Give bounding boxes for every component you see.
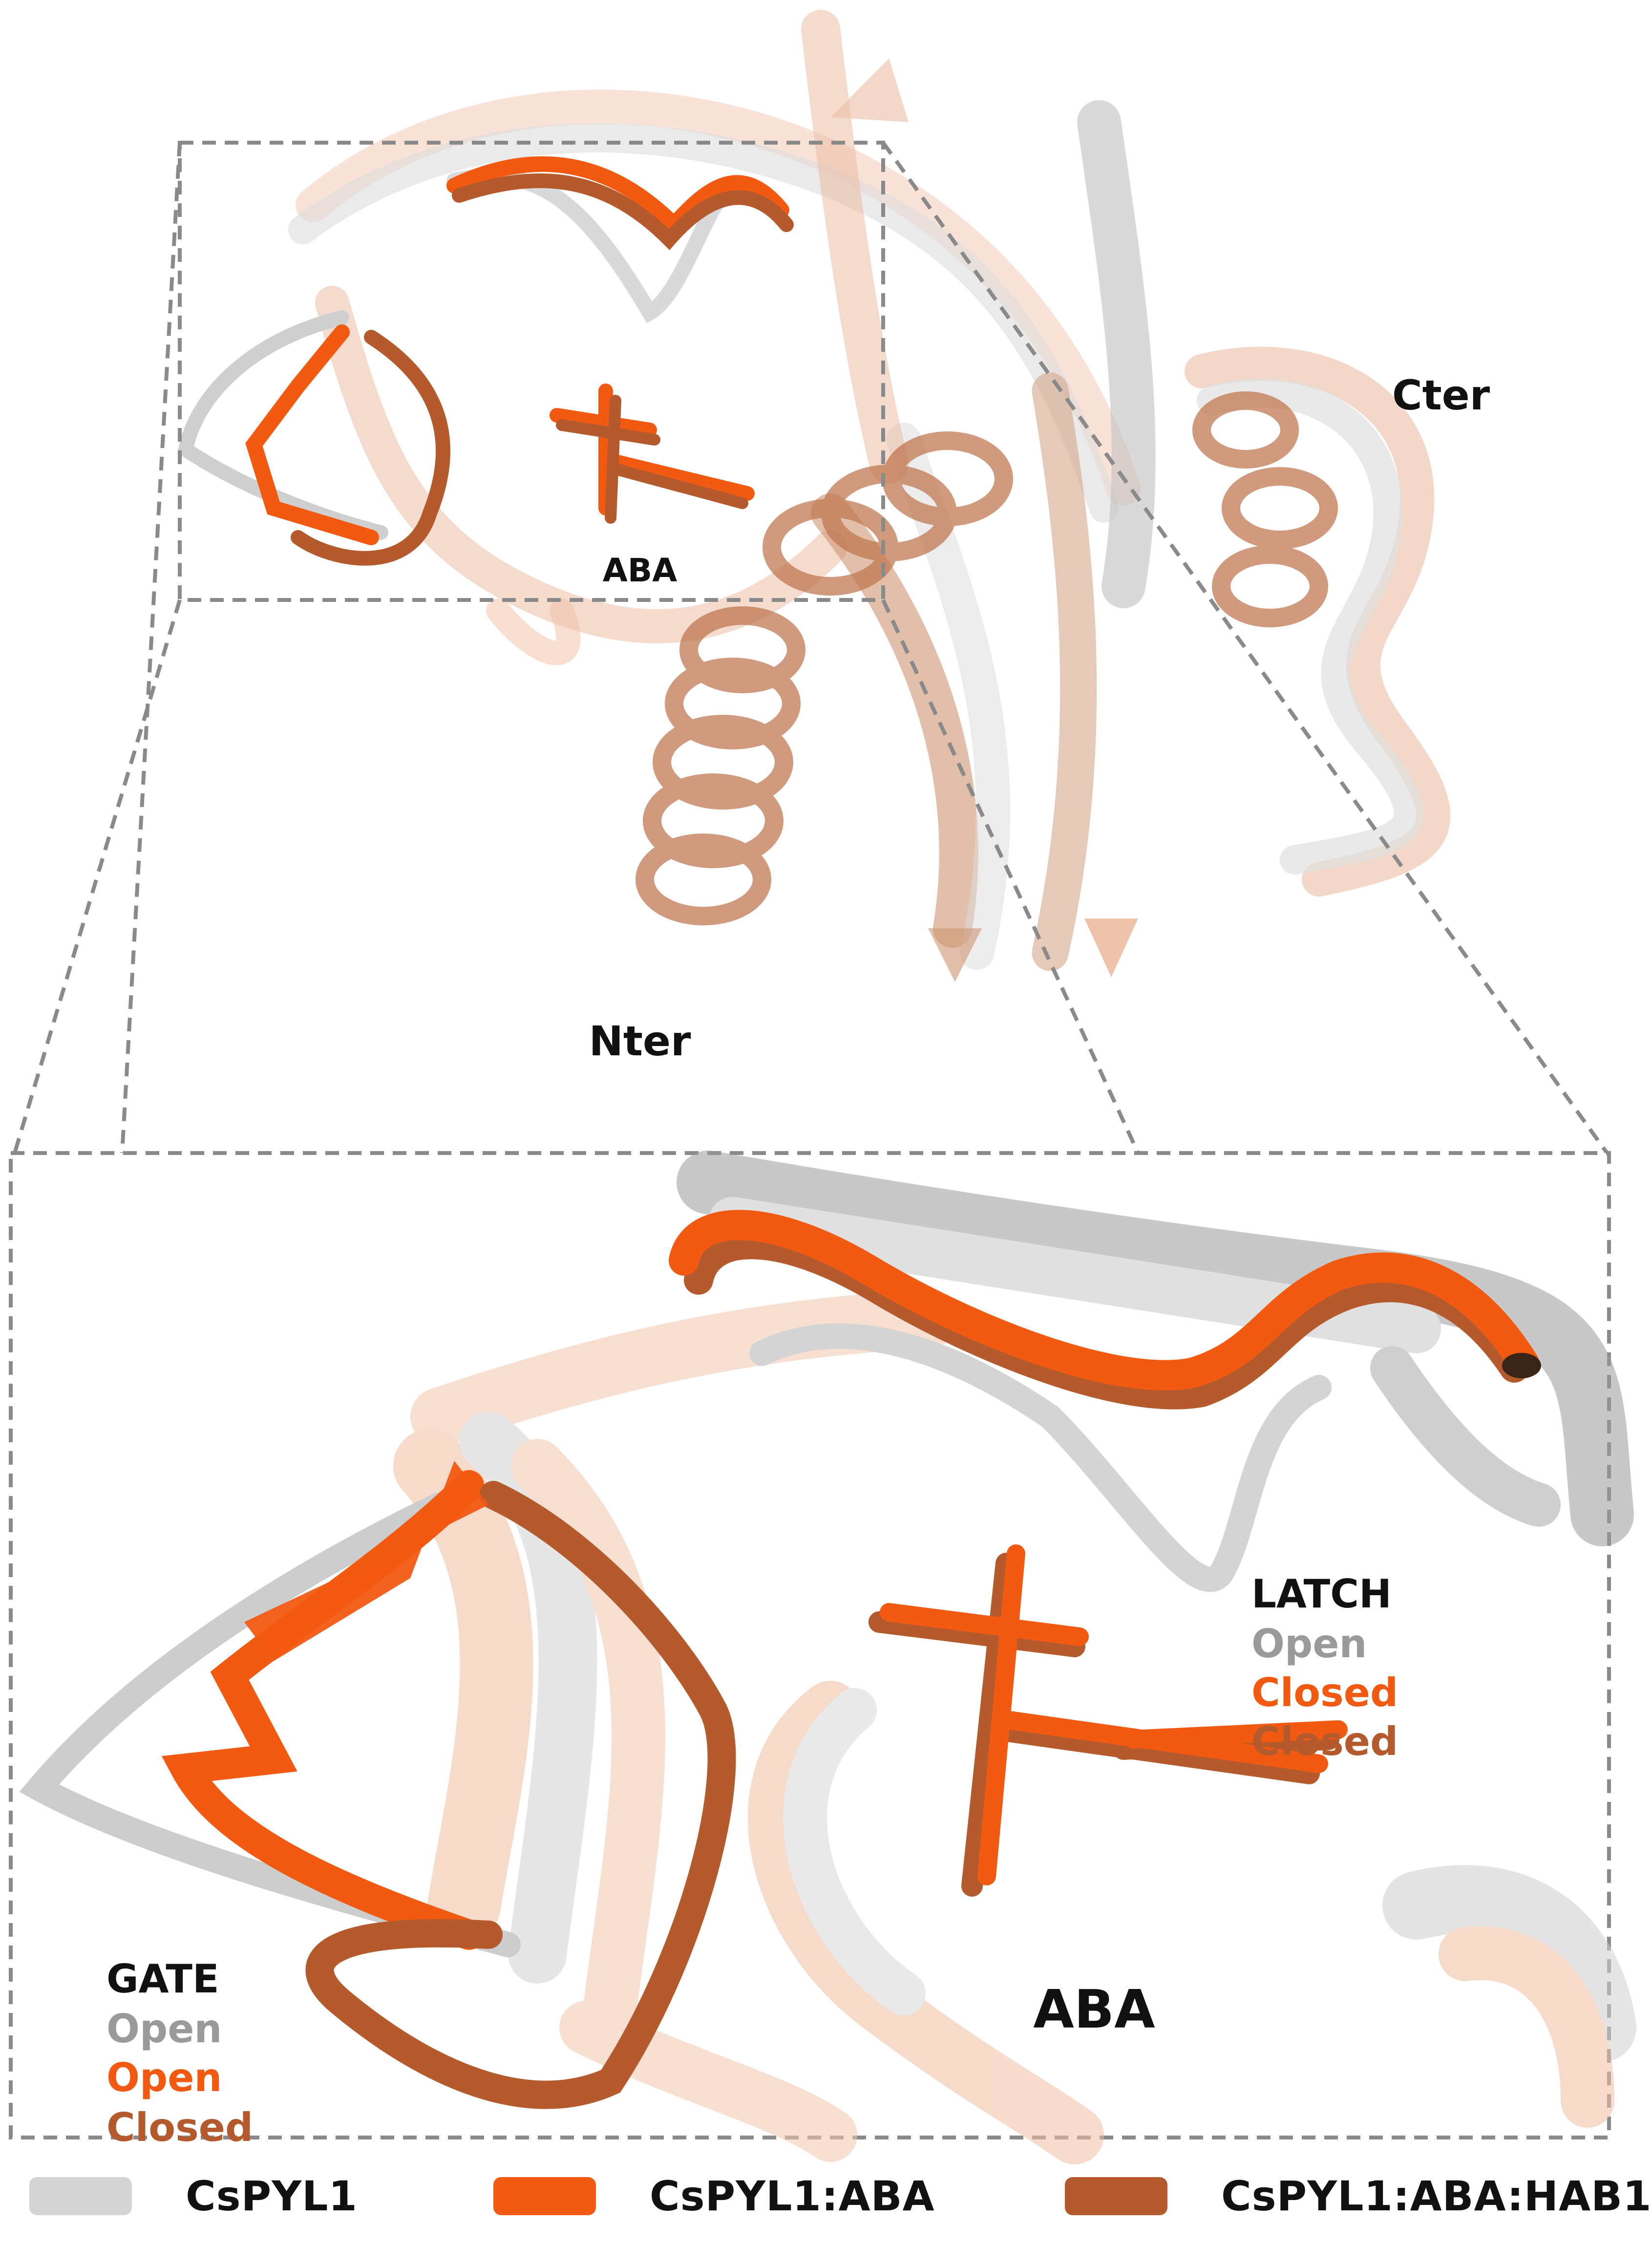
latch-state-aba-hab1: Closed: [1251, 1719, 1398, 1764]
zoom-panel: ABA LATCH Open Closed Closed GATE Open O…: [9, 1151, 1636, 2164]
legend-label-aba: CsPYL1:ABA: [650, 2172, 935, 2220]
zoom-guides: [13, 141, 1609, 1155]
legend-item-aba: CsPYL1:ABA: [493, 2169, 935, 2223]
overview-cter-label: Cter: [1392, 371, 1490, 419]
gate-annotation: GATE Open Open Closed: [106, 1956, 253, 2150]
latch-state-apo: Open: [1251, 1621, 1367, 1667]
legend-item-apo: CsPYL1: [29, 2169, 358, 2223]
zoom-aba-label: ABA: [1033, 1979, 1155, 2040]
legend-label-aba-hab1: CsPYL1:ABA:HAB1: [1221, 2172, 1652, 2220]
latch-annotation: LATCH Open Closed Closed: [1251, 1571, 1398, 1764]
guide-right-top: [881, 141, 1609, 1155]
overview-zoom-rect: [178, 141, 885, 602]
latch-title: LATCH: [1251, 1571, 1392, 1617]
overview-protein: [288, 10, 1451, 982]
overview-loops: [177, 156, 794, 566]
latch-loop-end: [1502, 1353, 1541, 1378]
gate-state-apo: Open: [106, 2006, 222, 2052]
legend-swatch-apo: [29, 2177, 132, 2215]
legend-swatch-aba-hab1: [1065, 2177, 1167, 2215]
overview-nter-label: Nter: [589, 1017, 691, 1065]
gate-state-aba-hab1: Closed: [106, 2105, 253, 2150]
gate-title: GATE: [106, 1956, 219, 2002]
guide-left-top: [120, 142, 182, 1154]
legend-item-aba-hab1: CsPYL1:ABA:HAB1: [1065, 2169, 1652, 2223]
zoom-aba-ligand: [868, 1544, 1348, 1897]
guide-left-bottom: [13, 599, 182, 1154]
gate-state-aba: Open: [106, 2055, 222, 2100]
zoom-gate-loops: [19, 1461, 736, 2109]
overview-helix: [635, 391, 1338, 925]
guide-right-bottom: [881, 599, 1140, 1154]
legend: CsPYL1 CsPYL1:ABA CsPYL1:ABA:HAB1: [0, 2150, 1652, 2245]
overview-ribbons: [288, 10, 1451, 971]
legend-swatch-aba: [493, 2177, 596, 2215]
zoom-latch-loops: [669, 1210, 1541, 1592]
gate-strand-arrow: [244, 1461, 488, 1661]
overview-arrows: [830, 59, 1138, 982]
legend-label-apo: CsPYL1: [186, 2172, 358, 2220]
overview-aba-label: ABA: [603, 552, 677, 589]
overview-aba-ligand: [550, 384, 755, 524]
latch-state-aba: Closed: [1251, 1670, 1398, 1715]
